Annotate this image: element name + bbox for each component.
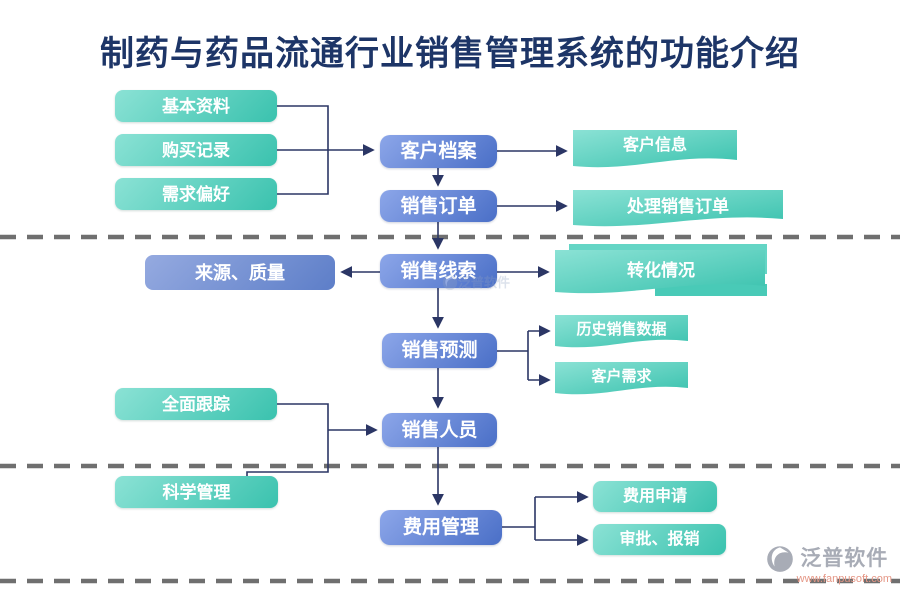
node-scientific-management: 科学管理 bbox=[115, 476, 278, 508]
connector-left-bracket-bottom bbox=[246, 403, 329, 476]
footer-logo: 泛普软件 www.fanpusoft.com bbox=[766, 542, 892, 585]
node-purchase-records: 购买记录 bbox=[115, 134, 277, 166]
node-expense-application: 费用申请 bbox=[593, 481, 717, 512]
footer-website: www.fanpusoft.com bbox=[796, 573, 892, 585]
node-customer-profile: 客户档案 bbox=[380, 135, 497, 168]
page-title: 制药与药品流通行业销售管理系统的功能介绍 bbox=[100, 35, 800, 73]
fanpu-logo-icon bbox=[766, 546, 793, 572]
node-basic-info: 基本资料 bbox=[115, 90, 277, 122]
shape-historical-sales-data bbox=[555, 315, 688, 348]
node-customer-info: 客户信息 bbox=[622, 137, 687, 154]
node-conversion-status: 转化情况 bbox=[627, 260, 695, 280]
connector-forecast-split bbox=[497, 331, 529, 380]
node-source-quality: 来源、质量 bbox=[145, 255, 335, 290]
shape-conversion-status bbox=[555, 244, 767, 296]
node-sales-leads: 销售线索 bbox=[380, 254, 497, 288]
node-demand-preference: 需求偏好 bbox=[115, 178, 277, 210]
node-full-tracking: 全面跟踪 bbox=[115, 388, 277, 420]
node-expense-management: 费用管理 bbox=[380, 510, 502, 545]
footer-brand-name: 泛普软件 bbox=[800, 547, 889, 570]
node-sales-order: 销售订单 bbox=[380, 190, 497, 222]
node-approval-reimbursement: 审批、报销 bbox=[593, 524, 726, 555]
node-sales-forecast: 销售预测 bbox=[382, 333, 497, 368]
shape-process-sales-order bbox=[573, 190, 783, 227]
node-process-sales-order: 处理销售订单 bbox=[627, 196, 729, 216]
shape-customer-demand bbox=[555, 362, 688, 395]
node-historical-sales-data: 历史销售数据 bbox=[576, 321, 667, 338]
connector-expense-split bbox=[502, 497, 536, 540]
node-sales-staff: 销售人员 bbox=[382, 413, 497, 447]
node-customer-demand: 客户需求 bbox=[591, 368, 652, 385]
shape-customer-info bbox=[573, 130, 737, 168]
